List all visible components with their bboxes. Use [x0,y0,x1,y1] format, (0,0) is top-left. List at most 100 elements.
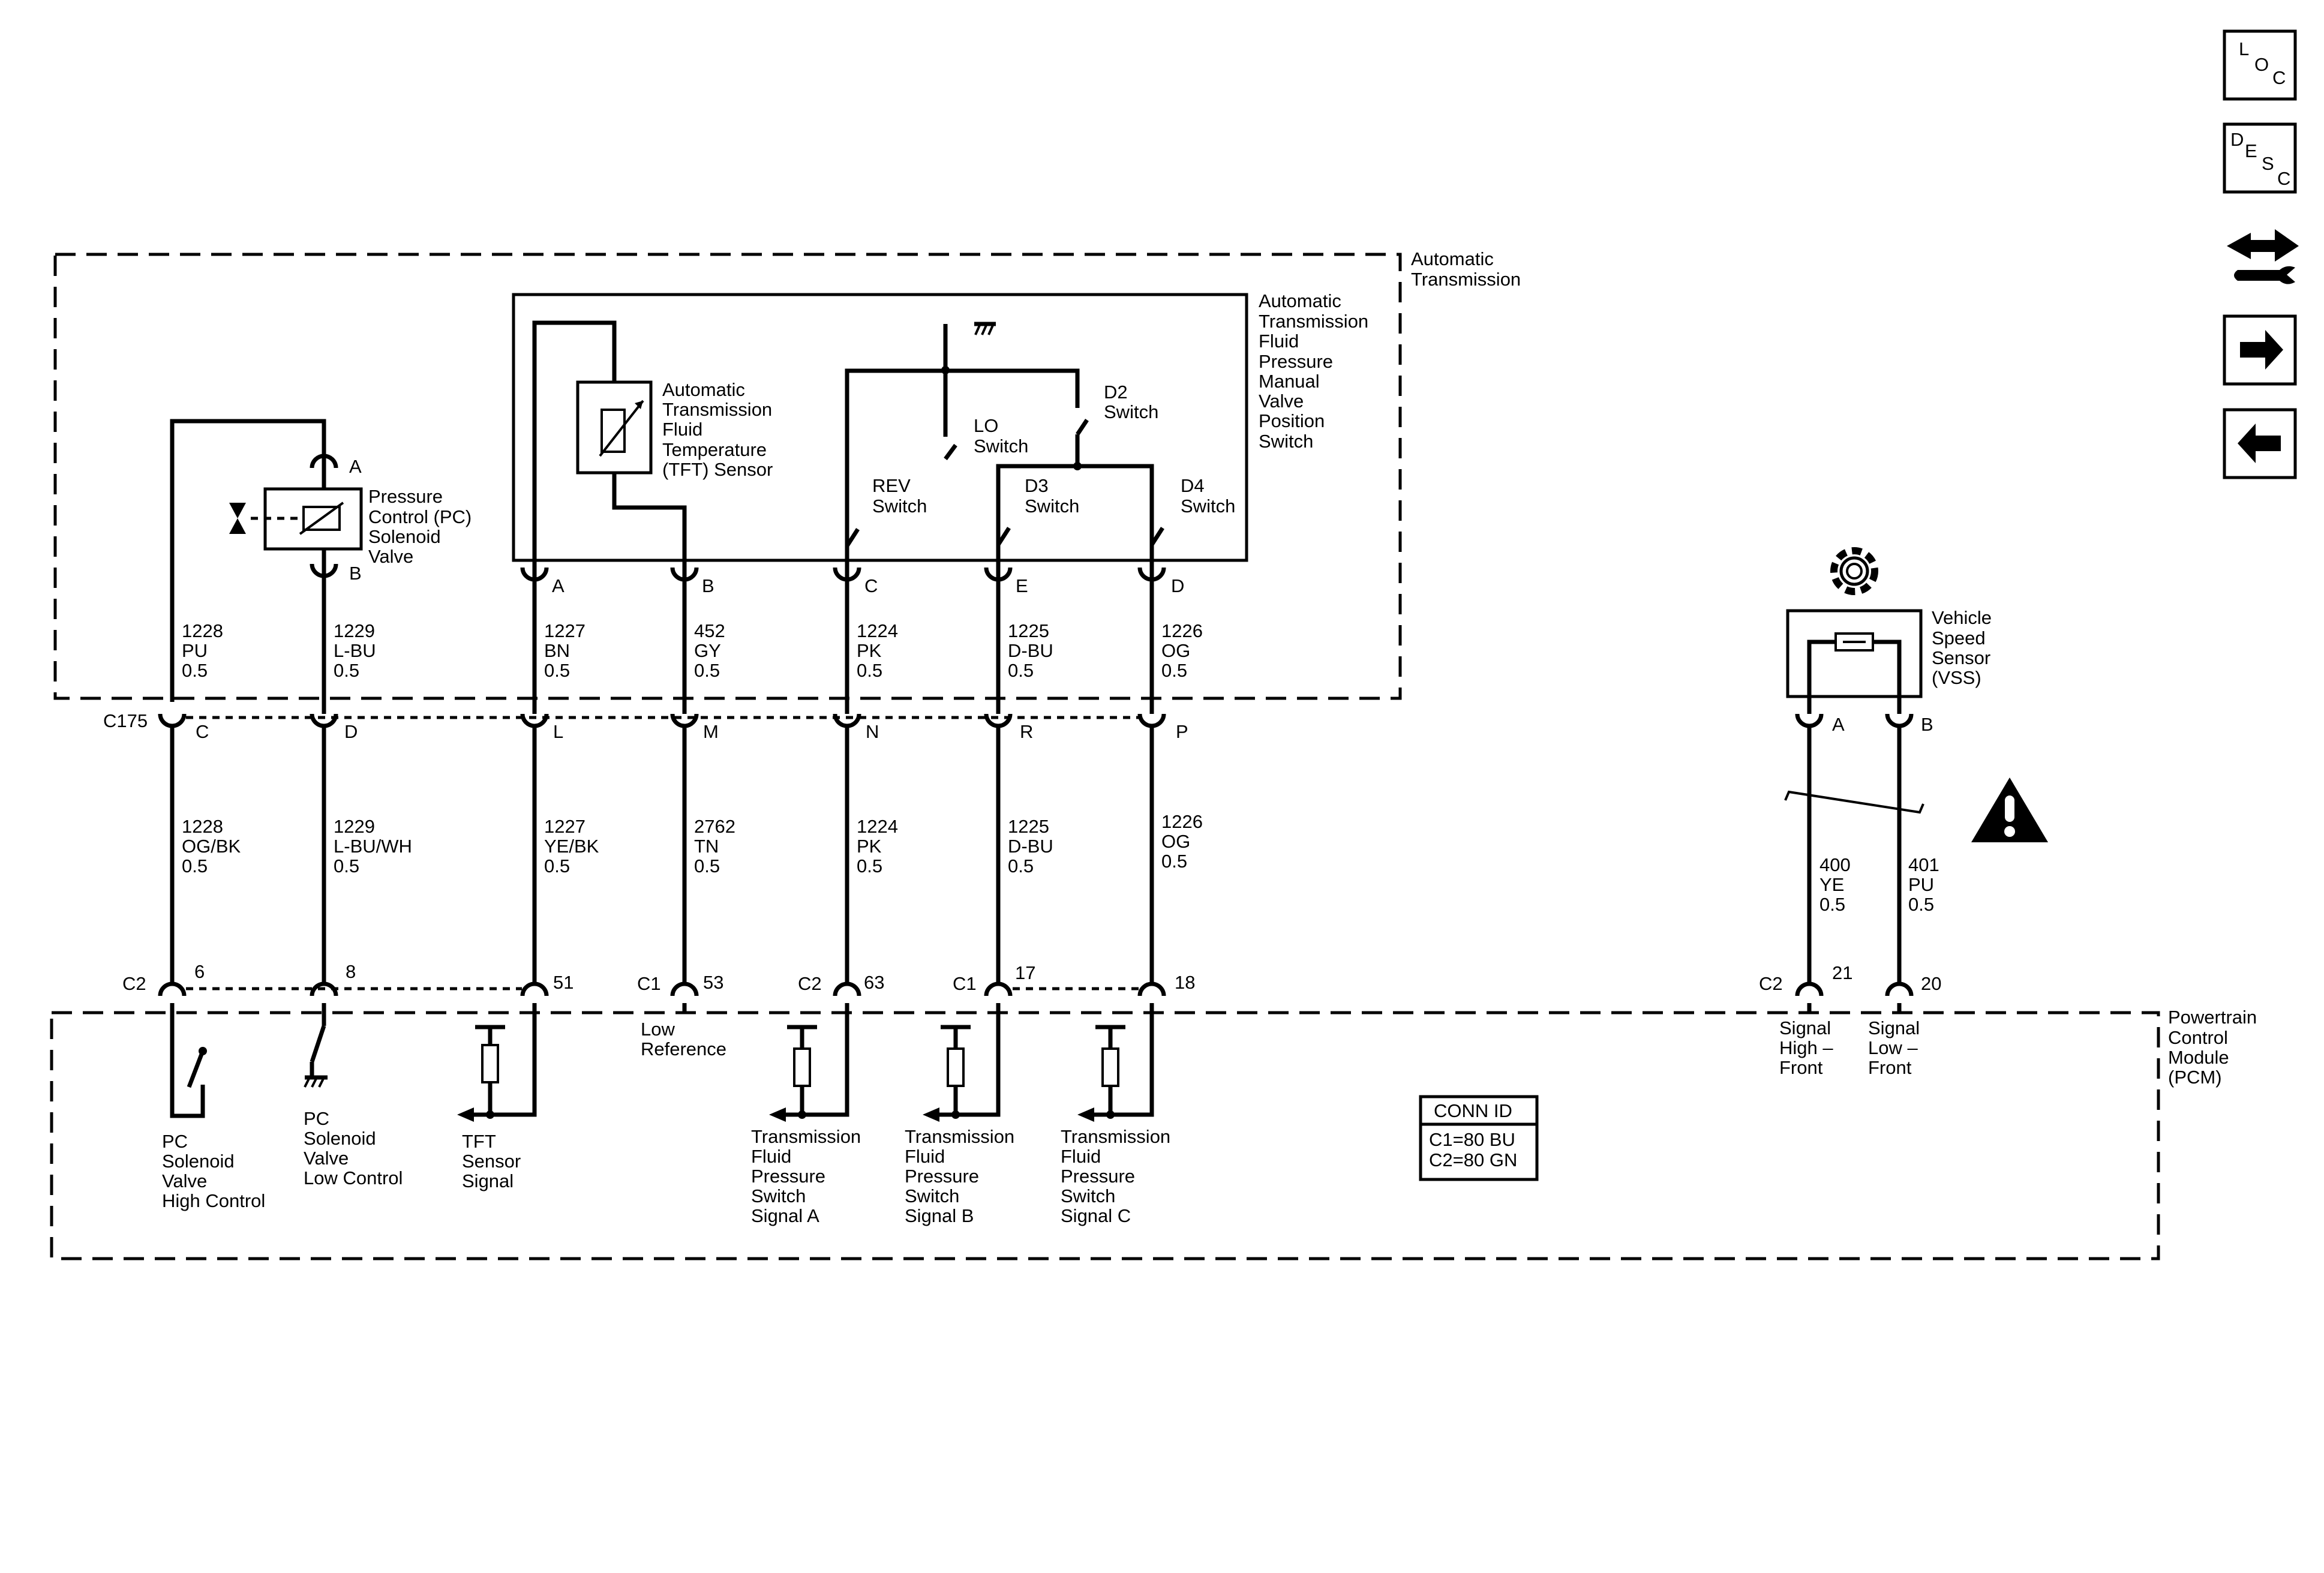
sig-a-pullup-resistor [787,1025,817,1115]
svg-text:OG: OG [1161,640,1190,661]
svg-text:0.5: 0.5 [182,855,208,876]
svg-text:Low –: Low – [1868,1037,1918,1058]
svg-text:8: 8 [346,961,356,982]
pc-low-switch [310,1025,326,1063]
svg-text:Temperature: Temperature [662,439,767,460]
solenoid-coil-icon [302,506,341,531]
svg-text:Signal: Signal [462,1170,514,1191]
ground-icon [974,322,996,335]
desc-char-3: S [2262,153,2274,174]
vss-pcm-connector: C2 [1759,973,1783,994]
pcm-pin-63: 63 [833,972,884,996]
svg-text:L-BU: L-BU [334,640,376,661]
svg-text:0.5: 0.5 [1908,894,1934,915]
svg-text:A: A [1832,714,1845,735]
svg-text:PK: PK [857,836,882,857]
sig-a-arrow [769,1107,786,1122]
c175-pin-n: N [833,713,879,742]
svg-text:Reference: Reference [641,1038,726,1059]
svg-text:2762: 2762 [694,816,735,837]
svg-text:(VSS): (VSS) [1932,667,1981,688]
svg-text:REV: REV [872,475,911,496]
loc-char-3: C [2272,67,2286,88]
svg-text:YE/BK: YE/BK [544,836,599,857]
pressure-switch-label: Automatic Transmission Fluid Pressure Ma… [1259,290,1368,452]
svg-text:452: 452 [694,620,725,641]
c175-pin-l: L [520,713,563,742]
sig-c-pullup-resistor [1095,1025,1125,1115]
svg-text:0.5: 0.5 [857,855,882,876]
svg-text:Module: Module [2168,1047,2229,1068]
d4-switch [1150,527,1164,546]
svg-text:(PCM): (PCM) [2168,1067,2222,1088]
svg-text:0.5: 0.5 [694,855,720,876]
arrow-right-icon[interactable] [2223,314,2297,386]
svg-text:Pressure: Pressure [751,1166,825,1187]
loc-button-frame[interactable] [2223,29,2297,101]
lo-switch-label: LO Switch [974,415,1028,457]
desc-char-4: C [2277,168,2290,189]
c175-pin-d: D [310,713,358,742]
arrow-left-icon[interactable] [2223,408,2297,479]
svg-text:PC: PC [304,1108,329,1129]
pc-high-switch [187,1050,205,1088]
svg-text:17: 17 [1015,962,1035,983]
svg-text:Transmission: Transmission [662,399,772,420]
svg-text:0.5: 0.5 [694,660,720,681]
svg-text:Switch: Switch [751,1185,806,1206]
svg-text:Switch: Switch [1025,496,1079,517]
svg-text:Switch: Switch [905,1185,959,1206]
svg-text:Solenoid: Solenoid [368,526,441,547]
svg-text:0.5: 0.5 [544,660,570,681]
vss-high-label: Signal High – Front [1779,1017,1833,1078]
tft-wire-b [612,473,687,568]
pcm-connector-c2-a: C2 [122,973,146,994]
pcm-connector-c1-b: C1 [953,973,977,994]
switch-pin-b: B [670,567,714,596]
svg-text:N: N [866,721,879,742]
c175-pin-c: C [158,713,209,742]
svg-text:1224: 1224 [857,816,898,837]
twisted-pair-symbol [1784,790,1924,814]
d4-switch-label: D4 Switch [1181,475,1235,517]
svg-text:OG/BK: OG/BK [182,836,241,857]
loc-button[interactable]: L O C [2223,29,2297,101]
ground-icon [304,1075,328,1088]
svg-text:Manual: Manual [1259,371,1320,392]
sig-c-label: Transmission Fluid Pressure Switch Signa… [1061,1126,1170,1226]
svg-text:53: 53 [703,972,723,993]
desc-button[interactable]: D E S C [2223,122,2297,194]
svg-text:Vehicle: Vehicle [1932,607,1992,628]
svg-text:0.5: 0.5 [1008,855,1034,876]
conn-id-line-1: C1=80 BU [1429,1129,1515,1150]
svg-text:E: E [1016,575,1028,596]
svg-text:(TFT) Sensor: (TFT) Sensor [662,459,773,480]
svg-text:Signal A: Signal A [751,1205,819,1226]
svg-text:0.5: 0.5 [182,660,208,681]
prev-button[interactable] [2223,408,2297,479]
vss-body [1786,609,1923,698]
vss-pin-b: B [1885,713,1933,735]
svg-text:D-BU: D-BU [1008,836,1053,857]
desc-button-frame[interactable] [2223,122,2297,194]
loc-char-2: O [2254,54,2269,75]
svg-text:High –: High – [1779,1037,1833,1058]
svg-text:Signal C: Signal C [1061,1205,1131,1226]
thermistor-icon [600,409,626,453]
svg-text:Speed: Speed [1932,628,1986,649]
lo-switch [944,443,957,461]
next-button[interactable] [2223,314,2297,386]
svg-text:Sensor: Sensor [462,1151,521,1172]
svg-text:D: D [1171,575,1184,596]
pressure-switch-assembly-box [512,293,1248,562]
pcm-label: Powertrain Control Module (PCM) [2168,1007,2257,1088]
wrench-arrows-icon[interactable] [2227,229,2299,284]
svg-text:1228: 1228 [182,620,223,641]
conn-id-box: CONN ID C1=80 BU C2=80 GN [1419,1095,1539,1181]
